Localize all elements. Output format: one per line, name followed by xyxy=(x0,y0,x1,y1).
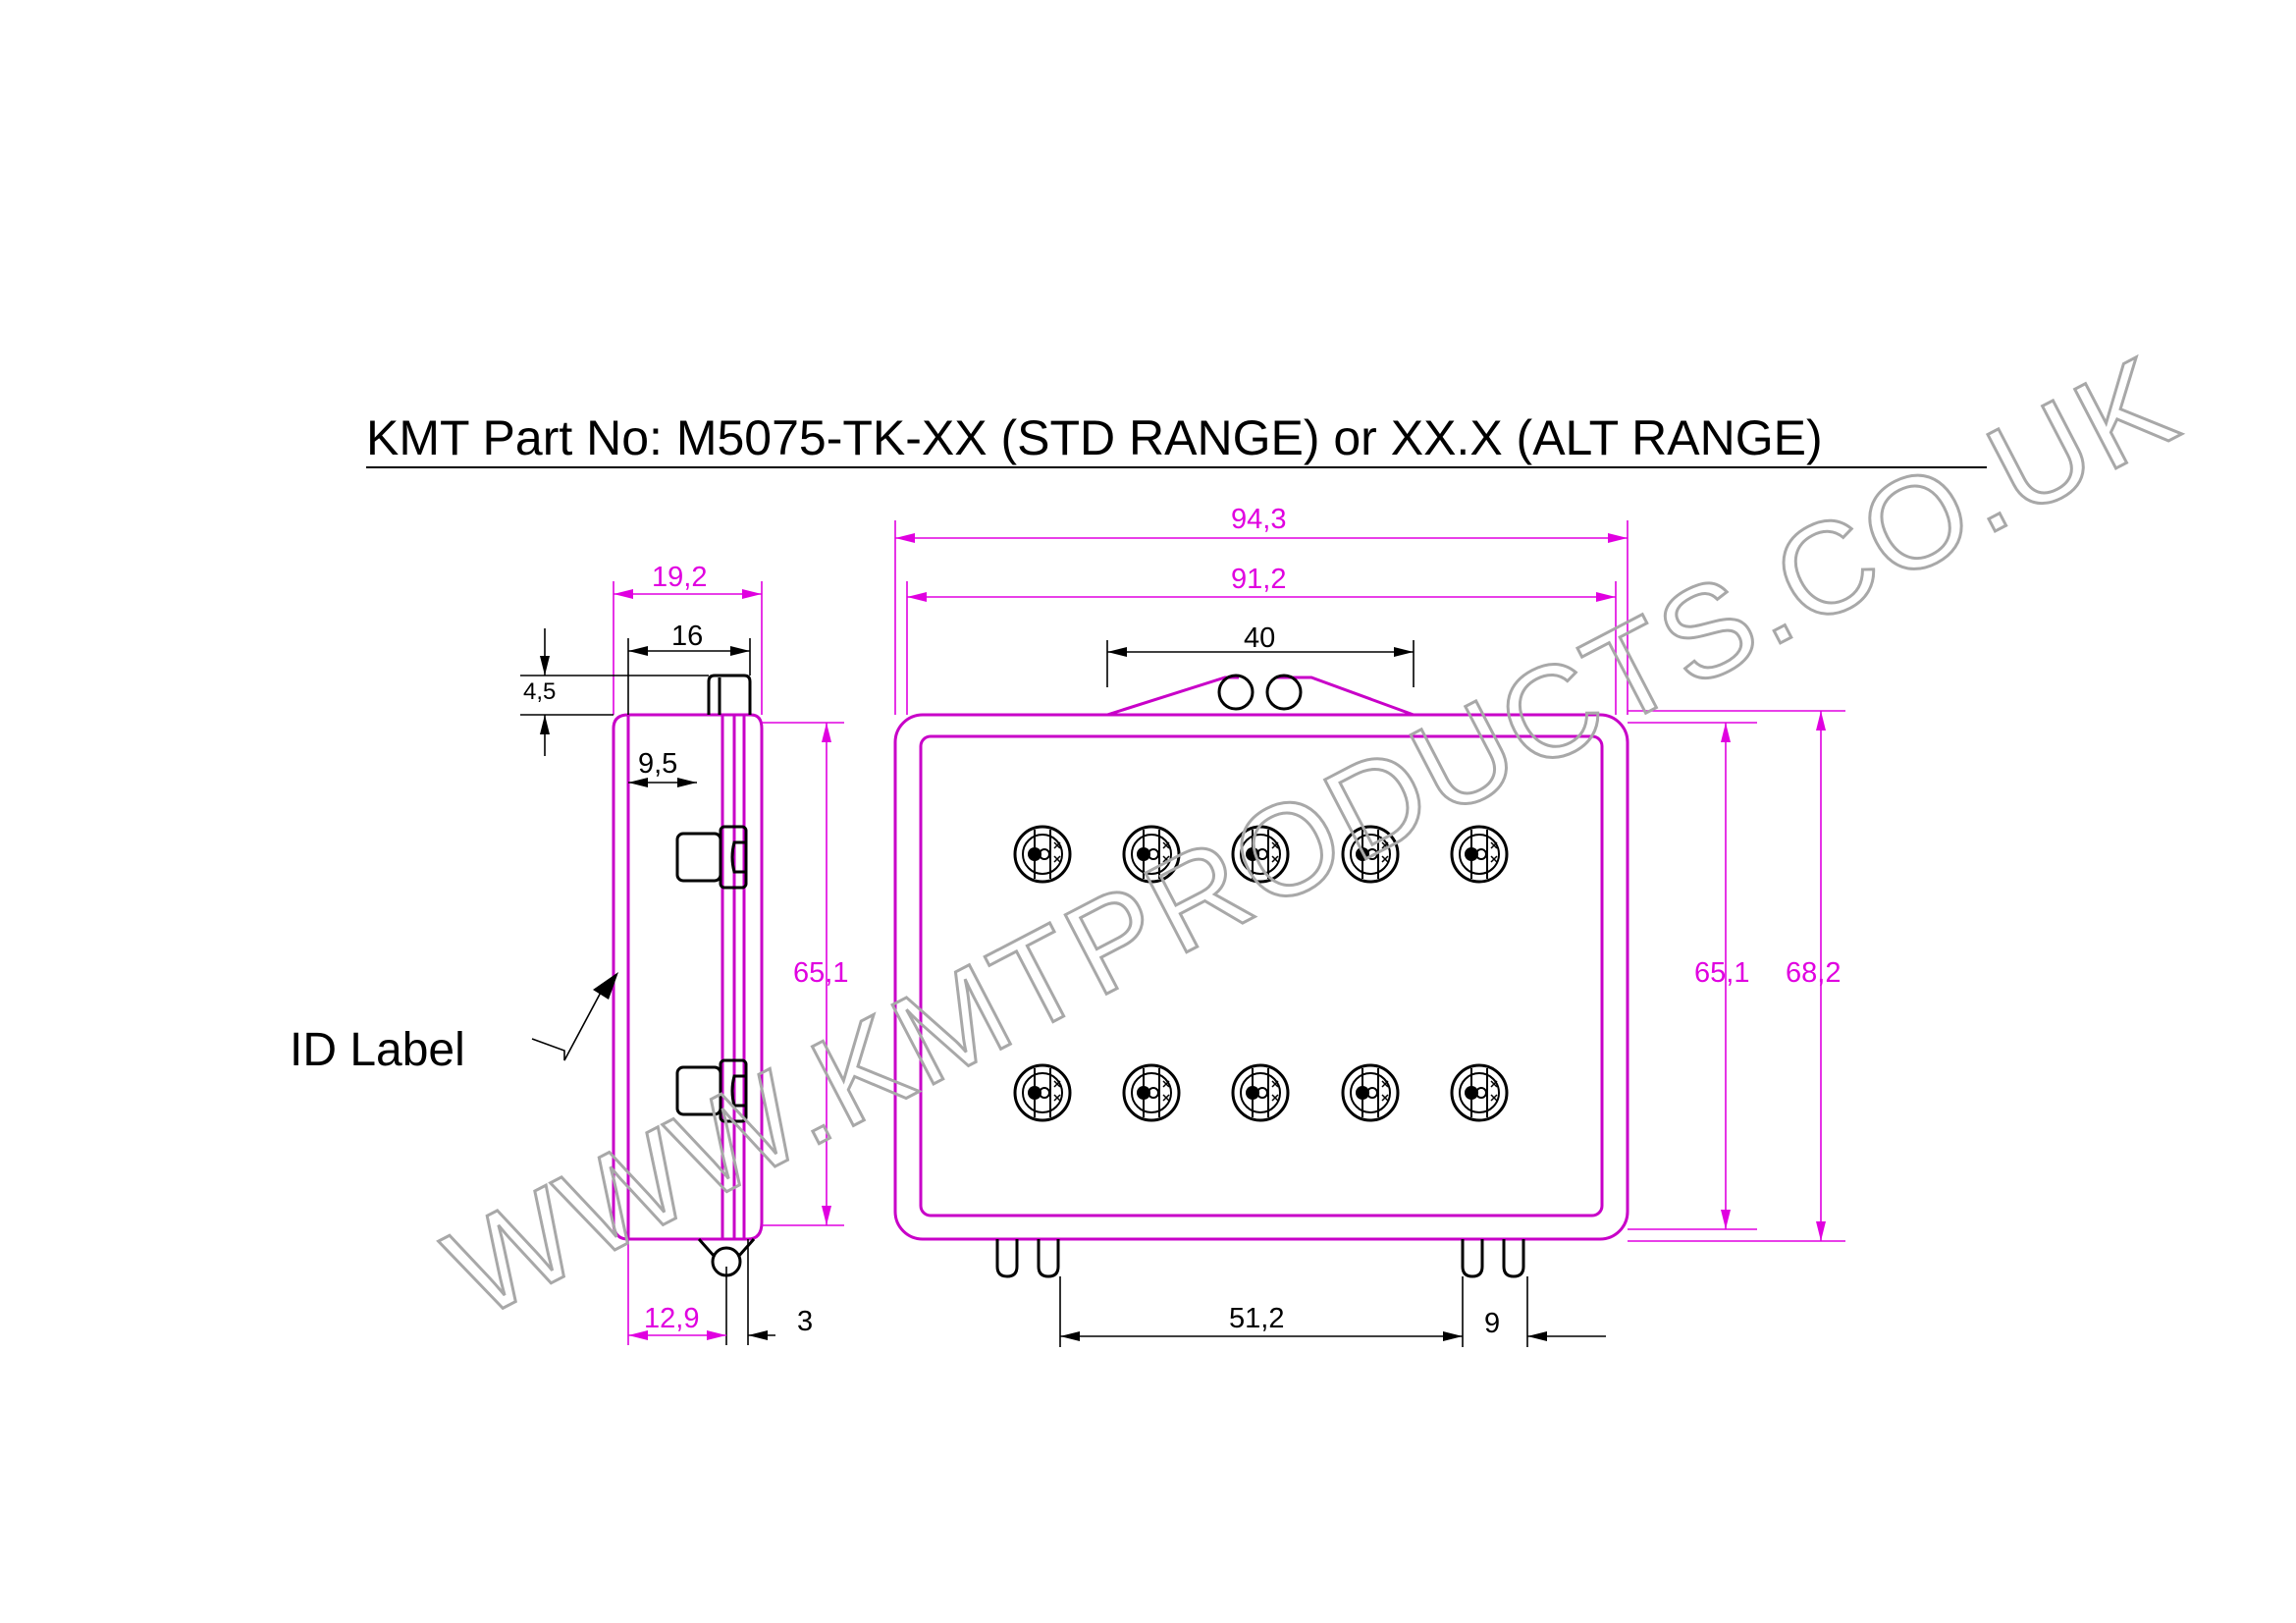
foot-left xyxy=(995,1239,1060,1278)
dim-tail: 3 xyxy=(797,1306,813,1337)
dim-body-depth: 16 xyxy=(671,621,703,652)
top-pin-right xyxy=(1265,674,1303,711)
dim-foot-spacing: 51,2 xyxy=(1229,1303,1284,1334)
dim-overall-height: 68,2 xyxy=(1786,957,1841,989)
terminal xyxy=(1450,1063,1509,1122)
dim-top-tab-width: 40 xyxy=(1244,622,1275,654)
terminal xyxy=(1013,1063,1072,1122)
watermark-text: WWW.KMTPRODUCTS.CO.UK xyxy=(425,328,2199,1345)
drawing-title: KMT Part No: M5075-TK-XX (STD RANGE) or … xyxy=(366,410,1823,465)
dim-foot-width: 9 xyxy=(1484,1308,1500,1339)
top-tab xyxy=(1106,676,1415,717)
dim-overall-width: 94,3 xyxy=(1231,504,1286,535)
terminal xyxy=(1122,1063,1181,1122)
dim-inner-height: 65,1 xyxy=(1694,957,1749,989)
terminal-row-lower xyxy=(1013,1063,1509,1122)
dim-bottom-offset: 12,9 xyxy=(644,1303,699,1334)
terminal xyxy=(1341,1063,1400,1122)
dim-overall-depth: 19,2 xyxy=(652,562,707,593)
side-terminal-upper xyxy=(675,825,748,890)
dim-body-width: 91,2 xyxy=(1231,564,1286,595)
top-stub xyxy=(707,674,752,715)
front-body-outer xyxy=(893,713,1629,1241)
front-view: 94,3 91,2 40 65,1 68,2 51,2 9 xyxy=(893,504,1845,1347)
terminal xyxy=(1231,1063,1290,1122)
front-body-inner xyxy=(919,734,1604,1217)
side-terminal-lower xyxy=(675,1058,748,1123)
side-view: 19,2 16 4,5 9,5 65,1 12,9 3 ID Label xyxy=(290,562,848,1345)
id-label-callout: ID Label xyxy=(290,1024,465,1076)
dim-inner-offset: 9,5 xyxy=(638,748,677,780)
terminal xyxy=(1013,825,1072,884)
dim-side-height: 65,1 xyxy=(793,957,848,989)
top-pin-left xyxy=(1217,674,1255,711)
foot-right xyxy=(1461,1239,1525,1278)
dim-top-stub: 4,5 xyxy=(523,678,556,705)
